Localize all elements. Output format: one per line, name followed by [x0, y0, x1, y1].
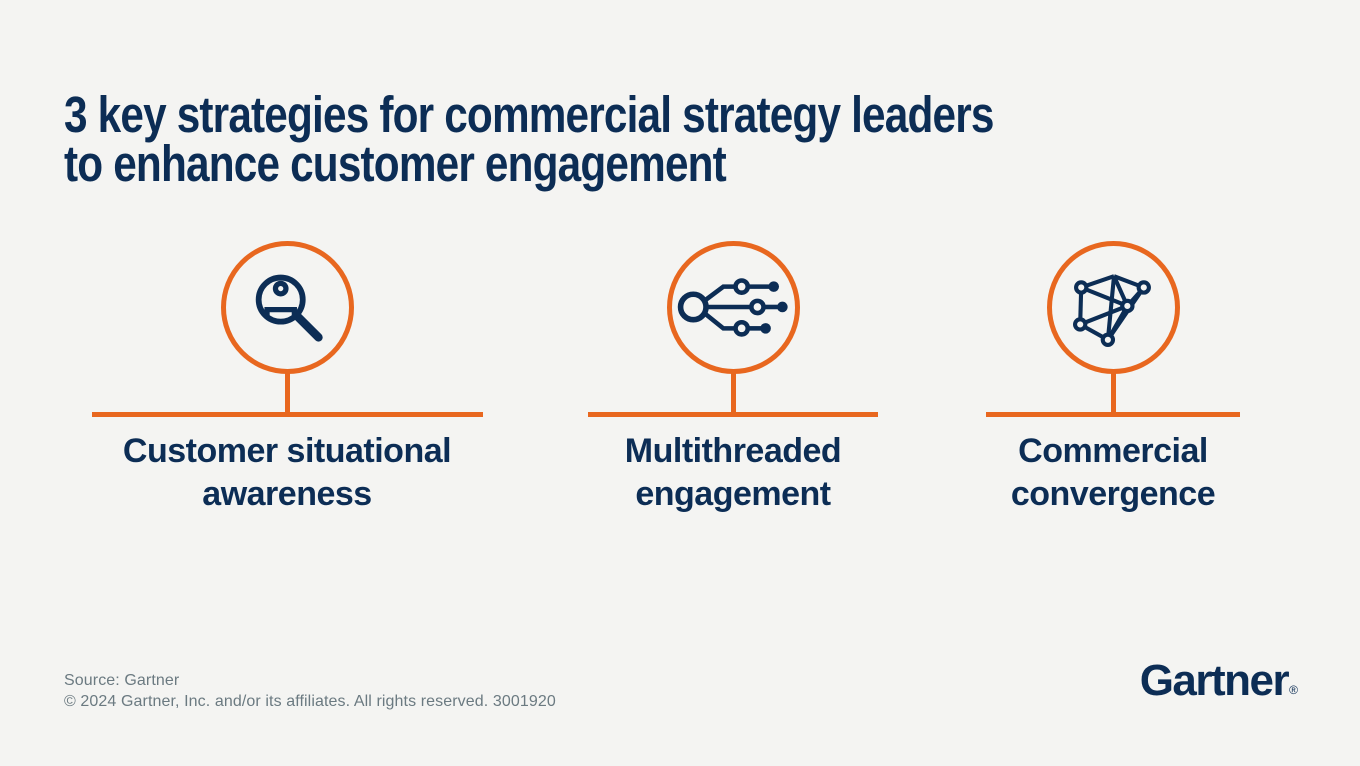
- strategy-label-line2: engagement: [635, 475, 831, 513]
- strategy-circle: [666, 241, 800, 374]
- gartner-logo-text: Gartner: [1139, 656, 1290, 705]
- connector-stem: [284, 371, 290, 416]
- source-line: Source: Gartner: [64, 672, 180, 689]
- network-graph-icon: [1073, 273, 1151, 347]
- page-title-line2: to enhance customer engagement: [64, 135, 727, 193]
- strategy-label-line1: Commercial: [1018, 432, 1208, 470]
- strategy-label: Customer situational awareness: [122, 430, 452, 516]
- connector-stem: [730, 371, 736, 416]
- page-title: 3 key strategies for commercial strategy…: [64, 86, 994, 193]
- strategy-label: Commercial convergence: [1010, 430, 1216, 516]
- page-title-line1: 3 key strategies for commercial strategy…: [64, 86, 994, 144]
- gartner-logo: Gartner®: [1140, 656, 1298, 706]
- strategy-label: Multithreaded engagement: [624, 430, 842, 516]
- connector-line: [588, 412, 878, 417]
- strategy-label-line1: Multithreaded: [624, 432, 842, 470]
- connector-line: [91, 412, 483, 417]
- registered-trademark-icon: ®: [1289, 683, 1298, 697]
- strategy-circle: [220, 241, 354, 374]
- strategy-circle: [1046, 241, 1180, 374]
- strategy-label-line2: convergence: [1010, 475, 1216, 513]
- copyright-line: © 2024 Gartner, Inc. and/or its affiliat…: [64, 693, 556, 710]
- source-note: Source: Gartner © 2024 Gartner, Inc. and…: [64, 670, 556, 712]
- strategy-label-line1: Customer situational: [122, 432, 452, 470]
- circuit-threads-icon: [677, 277, 788, 337]
- connector-stem: [1110, 371, 1116, 416]
- person-search-icon: [255, 274, 323, 342]
- strategy-label-line2: awareness: [202, 475, 372, 513]
- connector-line: [986, 412, 1240, 417]
